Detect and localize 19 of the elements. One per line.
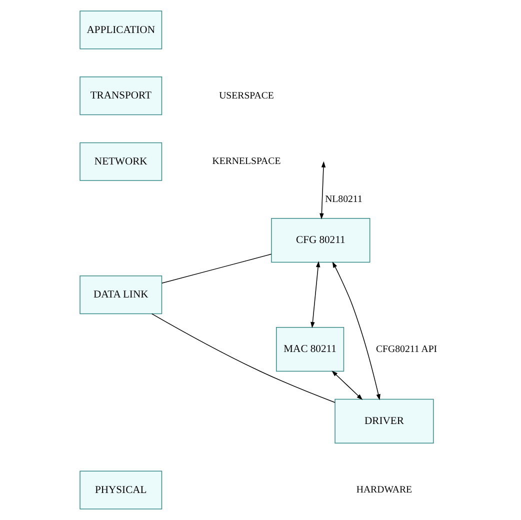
- node-box: PHYSICAL: [80, 470, 162, 510]
- connector: [151, 313, 336, 403]
- node-box: TRANSPORT: [80, 76, 162, 116]
- node-box: APPLICATION: [80, 10, 162, 50]
- edge-label: CFG80211 API: [376, 344, 438, 355]
- label: HARDWARE: [356, 484, 412, 496]
- node-box: MAC 80211: [276, 326, 344, 372]
- label: KERNELSPACE: [212, 156, 281, 168]
- label: USERSPACE: [219, 90, 274, 102]
- arrow: [332, 370, 363, 400]
- node-box: DATA LINK: [80, 276, 162, 314]
- connector: [162, 254, 272, 284]
- arrow: [320, 161, 326, 220]
- node-box: DRIVER: [334, 398, 434, 444]
- arrow: [310, 261, 320, 328]
- arrow: [332, 262, 380, 400]
- node-box: CFG 80211: [271, 218, 370, 263]
- node-box: NETWORK: [80, 142, 162, 181]
- edge-label: NL80211: [325, 194, 362, 206]
